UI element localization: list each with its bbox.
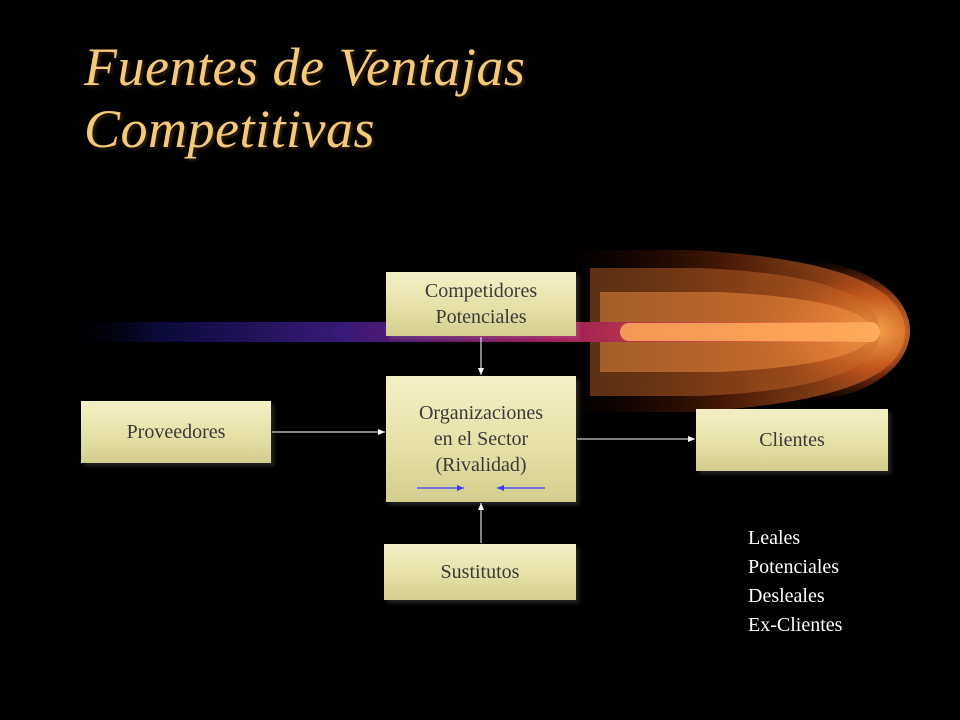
client-types-list: Leales Potenciales Desleales Ex-Clientes	[748, 524, 842, 640]
competidores-line-2: Potenciales	[435, 306, 527, 328]
organizaciones-line-2: en el Sector	[433, 428, 529, 450]
page-title: Fuentes de Ventajas Competitivas	[84, 36, 525, 160]
client-type-item: Leales	[748, 527, 801, 549]
title-line-2: Competitivas	[84, 99, 375, 159]
box-proveedores: Proveedores	[81, 401, 271, 463]
box-organizaciones-sector: Organizaciones en el Sector (Rivalidad)	[386, 376, 576, 502]
box-competidores-potenciales: Competidores Potenciales	[386, 272, 576, 336]
proveedores-label: Proveedores	[126, 421, 226, 443]
title-line-1: Fuentes de Ventajas	[84, 37, 526, 97]
box-sustitutos: Sustitutos	[384, 544, 576, 600]
competidores-line-1: Competidores	[424, 280, 538, 302]
client-type-item: Potenciales	[748, 556, 840, 578]
client-type-item: Ex-Clientes	[748, 614, 843, 636]
box-clientes: Clientes	[696, 409, 888, 471]
client-type-item: Desleales	[748, 585, 825, 607]
clientes-label: Clientes	[759, 429, 825, 451]
organizaciones-line-1: Organizaciones	[418, 402, 544, 424]
sustitutos-label: Sustitutos	[440, 561, 520, 583]
organizaciones-line-3: (Rivalidad)	[435, 454, 527, 476]
